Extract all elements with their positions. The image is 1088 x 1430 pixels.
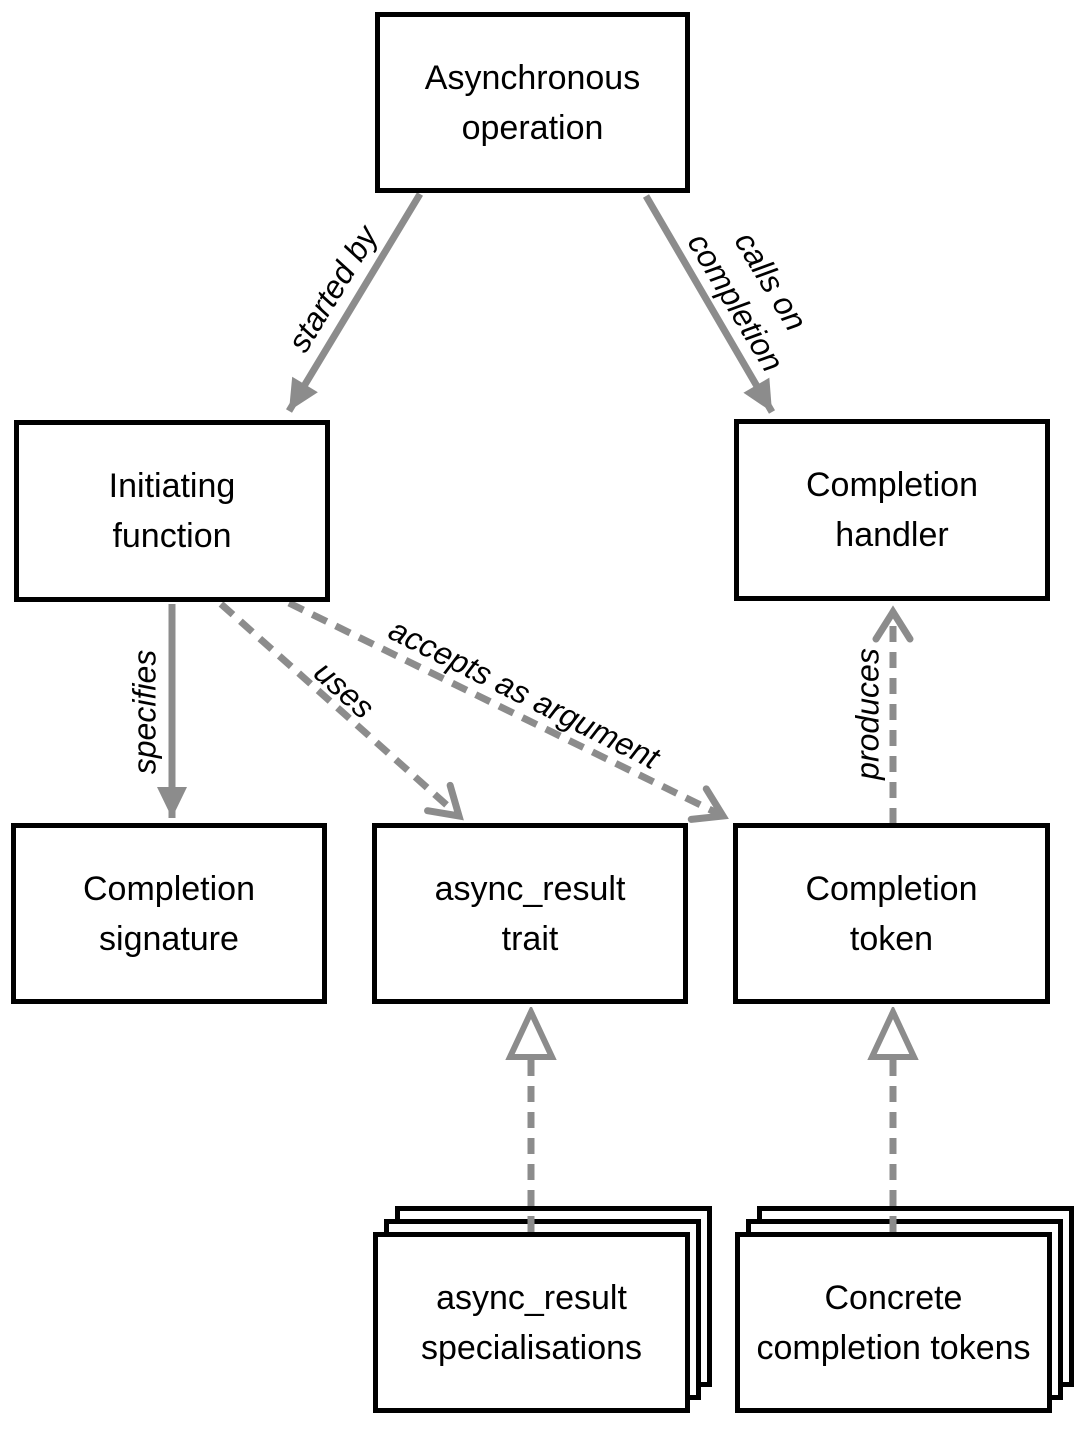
node-label-line: Completion [806, 466, 978, 504]
edge-uses-line [218, 601, 464, 821]
node-asynchronous-operation: Asynchronous operation [375, 12, 690, 193]
node-asynchronous-operation-label: Asynchronous operation [425, 53, 640, 153]
node-completion-signature-label: Completion signature [83, 864, 255, 964]
node-label-line: Asynchronous [424, 58, 641, 97]
node-label-line: Concrete [824, 1278, 963, 1317]
node-label-line: token [849, 919, 934, 958]
node-completion-signature: Completion signature [11, 823, 327, 1004]
node-completion-handler: Completion handler [734, 419, 1050, 601]
node-concrete-completion-tokens-label: Concrete completion tokens [756, 1273, 1030, 1373]
node-label-line: async_result [436, 1278, 627, 1317]
node-label-line: Completion [805, 869, 978, 908]
stack-front-card: async_result specialisations [373, 1232, 690, 1413]
node-label-line: function [112, 517, 232, 555]
edge-accepts-as-argument-line [287, 599, 729, 823]
node-label-line: operation [461, 108, 604, 147]
node-label-line: Completion [83, 869, 255, 908]
node-async-result-specialisations-label: async_result specialisations [421, 1273, 642, 1373]
node-async-result-trait: async_result trait [372, 823, 688, 1004]
node-label-line: Initiating [108, 467, 236, 505]
stack-front-card: Concrete completion tokens [735, 1232, 1052, 1413]
node-initiating-function-label: Initiating function [109, 461, 236, 561]
node-async-result-trait-label: async_result trait [435, 864, 626, 964]
node-label-line: handler [835, 516, 949, 554]
edge-calls-on-completion-line [642, 194, 776, 414]
edge-started-by-line [286, 192, 423, 413]
node-async-result-specialisations: async_result specialisations [373, 1206, 712, 1413]
node-label-line: trait [501, 919, 559, 958]
node-completion-token: Completion token [733, 823, 1050, 1004]
node-label-line: signature [99, 919, 239, 958]
node-label-line: completion tokens [756, 1328, 1031, 1367]
node-completion-handler-label: Completion handler [806, 460, 978, 560]
node-label-line: async_result [434, 869, 626, 908]
node-completion-token-label: Completion token [806, 864, 978, 964]
node-label-line: specialisations [420, 1328, 643, 1367]
node-initiating-function: Initiating function [14, 420, 330, 602]
node-concrete-completion-tokens: Concrete completion tokens [735, 1206, 1074, 1413]
